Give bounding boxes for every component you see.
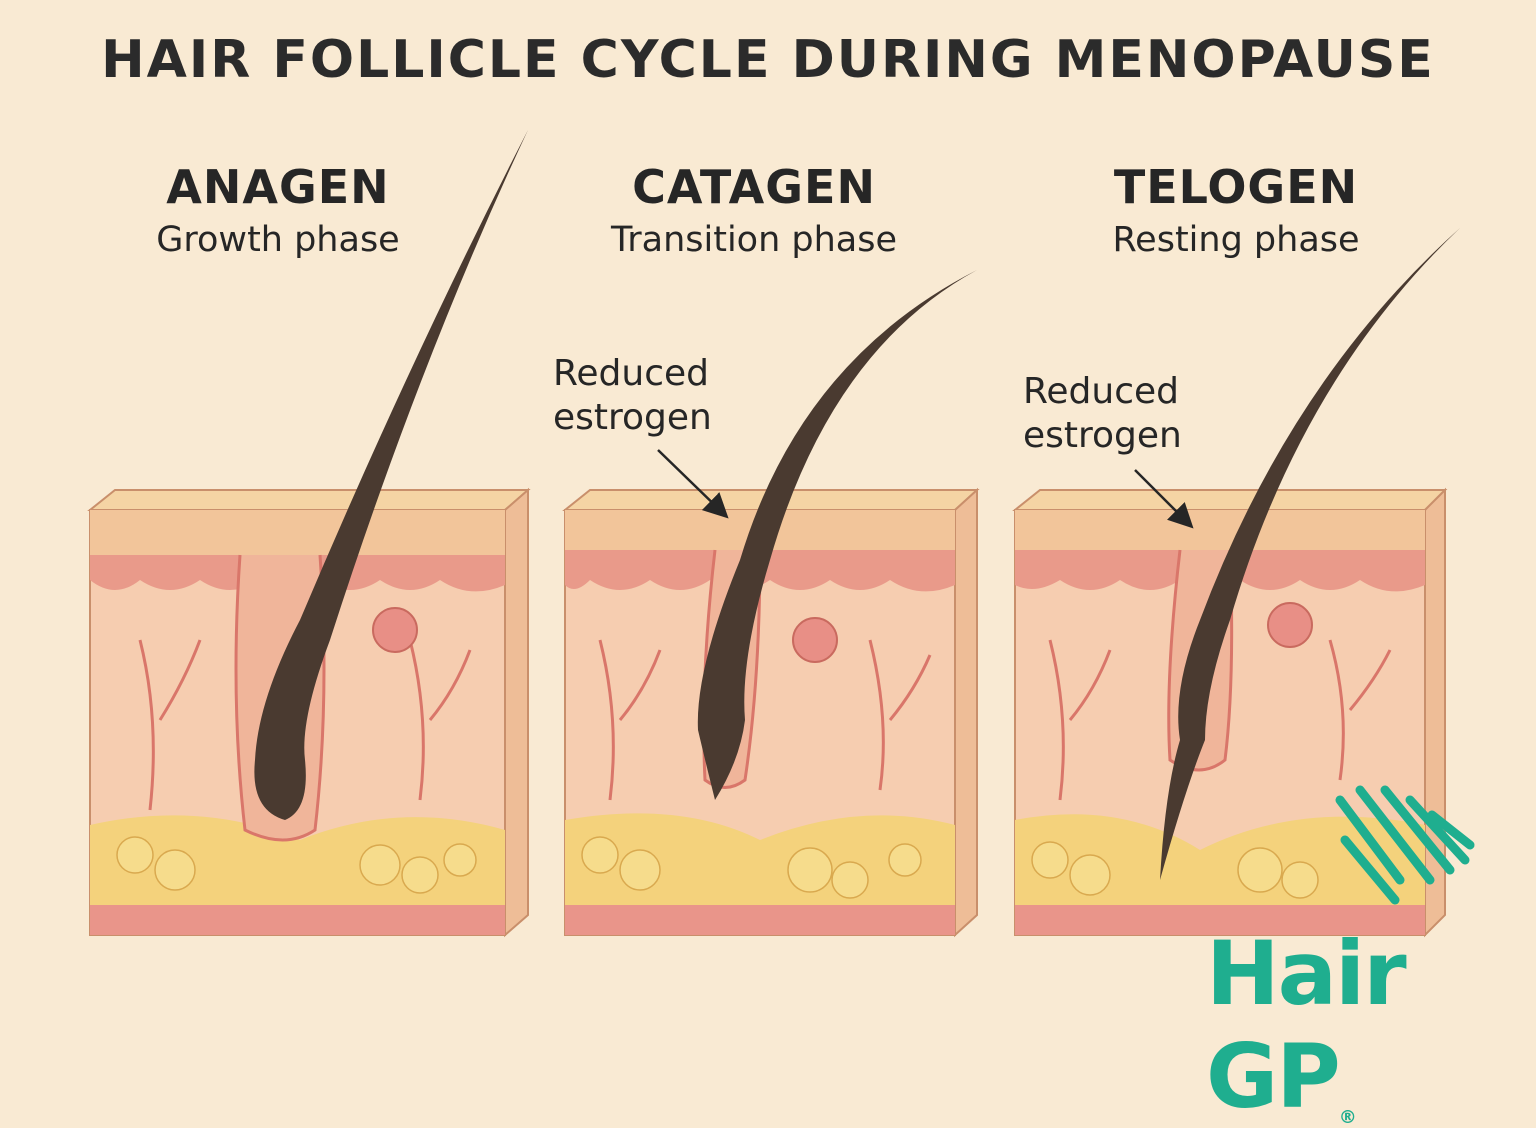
phase-title-anagen: ANAGEN (166, 160, 390, 214)
phase-title-telogen: TELOGEN (1113, 160, 1359, 214)
hair-gp-logo: Hair GP® (1206, 922, 1536, 1128)
phase-subtitle-telogen: Resting phase (1112, 220, 1360, 260)
hair-gp-logo-icon (1335, 785, 1475, 905)
catagen-annotation-line1: Reduced (553, 353, 710, 394)
catagen-annotation-line2: estrogen (553, 397, 712, 438)
diagram-title: HAIR FOLLICLE CYCLE DURING MENOPAUSE (101, 30, 1435, 90)
telogen-annotation: Reduced estrogen (1023, 370, 1182, 458)
telogen-annotation-arrow (1134, 469, 1194, 529)
follicle-illustration (87, 130, 1475, 938)
phase-subtitle-catagen: Transition phase (611, 220, 897, 260)
telogen-annotation-line2: estrogen (1023, 415, 1182, 456)
logo-registered-mark: ® (1338, 1107, 1357, 1128)
hair-shaft-catagen (697, 270, 977, 800)
catagen-annotation-arrow (657, 449, 729, 519)
skin-block-telogen (1012, 228, 1460, 938)
phase-subtitle-anagen: Growth phase (156, 220, 400, 260)
logo-wordmark: Hair GP (1206, 922, 1407, 1128)
telogen-annotation-line1: Reduced (1023, 371, 1180, 412)
phase-title-catagen: CATAGEN (632, 160, 876, 214)
hair-shaft-anagen (254, 130, 528, 820)
skin-block-anagen (87, 130, 531, 938)
catagen-annotation: Reduced estrogen (553, 352, 712, 440)
skin-block-catagen (562, 270, 980, 938)
